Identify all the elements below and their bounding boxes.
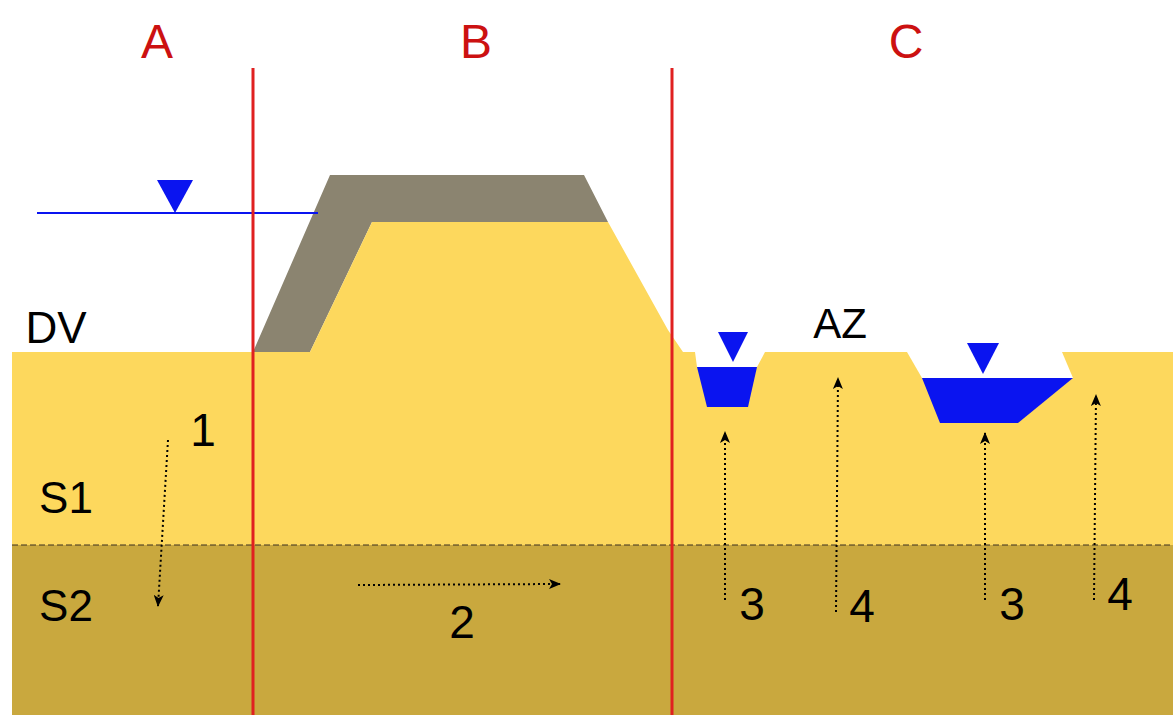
zone-divider <box>671 68 674 715</box>
zone-label: B <box>460 18 492 66</box>
water-level-symbol <box>967 343 999 374</box>
zone-label: C <box>889 18 924 66</box>
callout-number: 4 <box>1107 571 1133 617</box>
layer-label: S2 <box>39 584 93 628</box>
upper-soil-layer <box>12 352 1173 545</box>
area-label: AZ <box>813 303 867 345</box>
levee-core <box>310 222 683 352</box>
seepage-arrow <box>358 584 560 585</box>
water-level-symbol <box>718 332 748 362</box>
ditch-water <box>697 367 757 407</box>
seepage-arrow <box>984 433 986 600</box>
callout-number: 3 <box>739 581 765 627</box>
ditch-cut <box>683 352 765 367</box>
layer-label: S1 <box>39 476 93 520</box>
zone-label: A <box>141 18 173 66</box>
callout-number: 4 <box>849 583 875 629</box>
area-label: DV <box>25 306 86 350</box>
seepage-arrow <box>724 432 726 600</box>
seepage-arrow <box>836 378 838 612</box>
callout-number: 2 <box>449 599 475 645</box>
ditch-water <box>922 378 1073 423</box>
callout-number: 3 <box>999 581 1025 627</box>
zone-divider <box>252 68 255 715</box>
layer-boundary <box>12 545 1173 546</box>
seepage-arrow <box>158 440 168 606</box>
seepage-arrow <box>1094 395 1096 600</box>
water-level-line <box>37 212 318 214</box>
lower-soil-layer <box>12 545 1173 715</box>
callout-number: 1 <box>190 407 216 453</box>
water-level-symbol <box>157 180 193 213</box>
